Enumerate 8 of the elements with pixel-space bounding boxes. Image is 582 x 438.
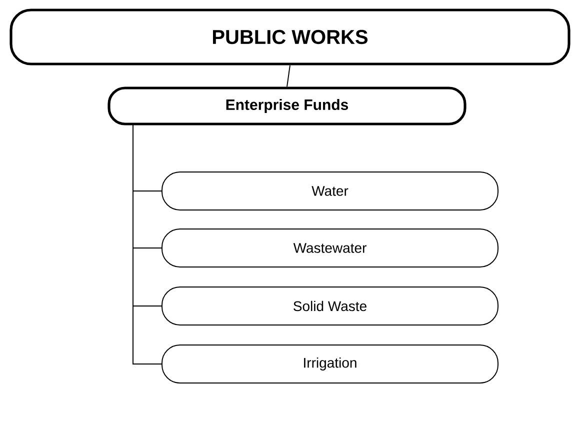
- fund-box: Irrigation: [162, 344, 498, 384]
- fund-box: Wastewater: [162, 228, 498, 268]
- fund-box: Water: [162, 172, 498, 210]
- title-box: PUBLIC WORKS: [10, 8, 570, 66]
- fund-box: Solid Waste: [162, 286, 498, 326]
- group-box: Enterprise Funds: [108, 86, 466, 126]
- connector-line: [132, 124, 162, 364]
- connector-line: [286, 64, 290, 88]
